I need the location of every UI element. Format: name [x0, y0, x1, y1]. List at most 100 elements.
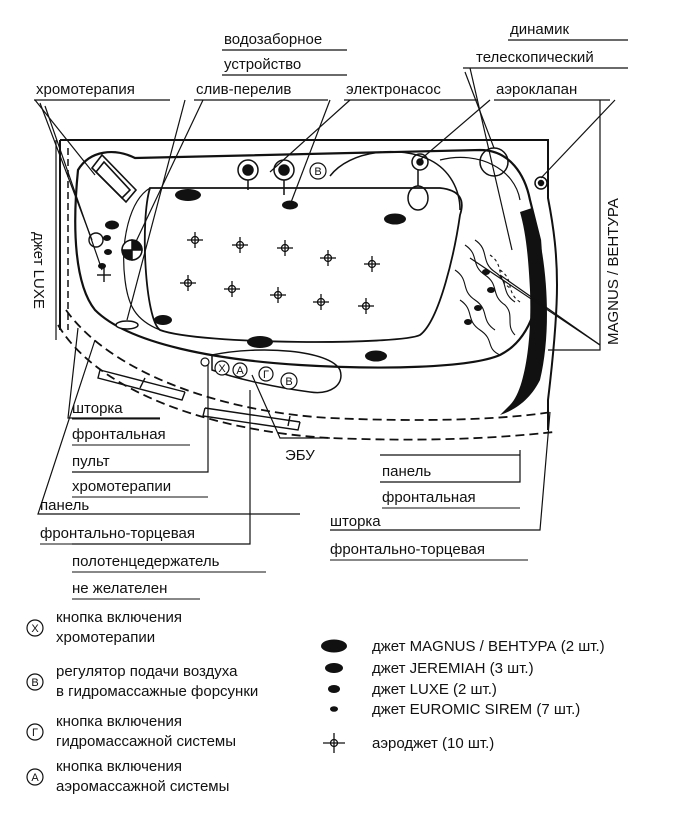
- svg-text:в гидромассажные форсунки: в гидромассажные форсунки: [56, 683, 258, 700]
- jet-jeremiah: [384, 213, 406, 225]
- jet-magnus: [175, 189, 201, 201]
- aerojet: [232, 237, 248, 253]
- svg-text:джет LUXE (2 шт.): джет LUXE (2 шт.): [372, 681, 497, 698]
- jet-jeremiah: [154, 315, 172, 325]
- tub-markers: В Х А Г В: [200, 162, 327, 390]
- wavy-jet-area: [454, 239, 521, 356]
- label-aeroklapan: аэроклапан: [496, 81, 577, 98]
- label-vodozabornoe: водозаборное: [224, 31, 322, 48]
- jet-luxe: [105, 220, 119, 230]
- svg-text:В: В: [31, 677, 38, 689]
- label-teleskopicheskiy: телескопический: [476, 49, 594, 66]
- pump-speaker-valve: [407, 147, 548, 211]
- legend-jet-jeremiah: джет JEREMIAH (3 шт.): [325, 660, 534, 677]
- jet-magnus: [247, 336, 273, 348]
- svg-text:А: А: [236, 365, 244, 377]
- marker-g: Г: [258, 366, 274, 382]
- svg-text:аэромассажной системы: аэромассажной системы: [56, 778, 229, 795]
- legend-item-x: Х кнопка включения хромотерапии: [26, 609, 182, 646]
- svg-text:джет JEREMIAH (3 шт.): джет JEREMIAH (3 шт.): [372, 660, 534, 677]
- svg-text:хромотерапии: хромотерапии: [56, 629, 155, 646]
- jet-sirem: [464, 319, 472, 325]
- legend-aerojet-text: аэроджет (10 шт.): [372, 735, 494, 752]
- small-button: [200, 357, 210, 367]
- legend-jet-sirem: джет EUROMIC SIREM (7 шт.): [330, 701, 580, 718]
- aerojet: [313, 294, 329, 310]
- aerojet: [187, 232, 203, 248]
- label-sliv-pereliv: слив-перелив: [196, 81, 291, 98]
- label-panel-1: панель: [40, 497, 89, 514]
- svg-text:А: А: [31, 772, 39, 784]
- jet-sirem: [104, 249, 112, 255]
- aerojet: [364, 256, 380, 272]
- label-ne-zhelatelen: не желателен: [72, 580, 167, 597]
- legend-jet-luxe: джет LUXE (2 шт.): [328, 681, 497, 698]
- headrest: [90, 153, 138, 204]
- svg-text:Х: Х: [31, 623, 39, 635]
- legend-right: джет MAGNUS / ВЕНТУРА (2 шт.) джет JEREM…: [321, 638, 605, 753]
- control-panel-shape: [211, 349, 342, 394]
- jet-sirem: [98, 263, 106, 269]
- label-ebu: ЭБУ: [285, 447, 315, 464]
- aerojet: [320, 250, 336, 266]
- svg-text:Х: Х: [218, 363, 226, 375]
- aerojet: [224, 281, 240, 297]
- label-khromoterapii: хромотерапии: [72, 478, 171, 495]
- label-polotentsederzhatel: полотенцедержатель: [72, 553, 220, 570]
- label-pult: пульт: [72, 453, 110, 470]
- jet-sirem: [474, 305, 482, 311]
- legend-jet-magnus: джет MAGNUS / ВЕНТУРА (2 шт.): [321, 638, 605, 655]
- svg-text:В: В: [314, 166, 321, 178]
- svg-text:кнопка включения: кнопка включения: [56, 609, 182, 626]
- chromotherapy-lights: [88, 232, 111, 282]
- jet-jeremiah: [365, 350, 387, 362]
- svg-text:джет EUROMIC SIREM (7 шт.): джет EUROMIC SIREM (7 шт.): [372, 701, 580, 718]
- svg-text:Г: Г: [32, 727, 38, 739]
- callout-labels: водозаборное устройство слив-перелив хро…: [30, 21, 622, 597]
- pointer-lines: [34, 39, 628, 545]
- svg-text:В: В: [285, 376, 292, 388]
- legend-left: Х кнопка включения хромотерапии В регуля…: [26, 609, 258, 795]
- svg-text:джет MAGNUS / ВЕНТУРА (2 шт.): джет MAGNUS / ВЕНТУРА (2 шт.): [372, 638, 605, 655]
- aerojet: [270, 287, 286, 303]
- svg-text:кнопка включения: кнопка включения: [56, 758, 182, 775]
- label-frontalnaya-1: фронтальная: [72, 426, 166, 443]
- label-ustroystvo: устройство: [224, 56, 301, 73]
- legend-item-g: Г кнопка включения гидромассажной систем…: [26, 713, 236, 750]
- label-khromoterapiya: хромотерапия: [36, 81, 135, 98]
- label-elektronasos: электронасос: [346, 81, 441, 98]
- aerojets: [180, 232, 380, 314]
- jet-sirem: [487, 287, 495, 293]
- marker-x: Х: [214, 360, 230, 376]
- svg-text:регулятор подачи воздуха: регулятор подачи воздуха: [56, 663, 238, 680]
- legend-item-v: В регулятор подачи воздуха в гидромассаж…: [26, 663, 258, 700]
- label-dzhet-luxe: джет LUXE: [30, 232, 47, 309]
- jets-large: [105, 189, 406, 362]
- magnus-band: [500, 208, 547, 415]
- tub-frame: [55, 139, 558, 441]
- label-frontalnaya-2: фронтальная: [382, 489, 476, 506]
- label-shtorka-1: шторка: [72, 400, 123, 417]
- label-frontalno-tortsevaya-1: фронтально-торцевая: [40, 525, 195, 542]
- legend-aerojet: [323, 733, 345, 753]
- aerojet: [358, 298, 374, 314]
- svg-text:Г: Г: [263, 369, 269, 381]
- label-frontalno-tortsevaya-2: фронтально-торцевая: [330, 541, 485, 558]
- aerojet: [180, 275, 196, 291]
- marker-a: А: [232, 362, 248, 378]
- label-magnus-ventura: MAGNUS / ВЕНТУРА: [605, 198, 622, 345]
- marker-v-top: В: [309, 162, 327, 180]
- svg-text:гидромассажной системы: гидромассажной системы: [56, 733, 236, 750]
- legend-item-a: А кнопка включения аэромассажной системы: [26, 758, 229, 795]
- jet-sirem: [103, 235, 111, 241]
- label-shtorka-2: шторка: [330, 513, 381, 530]
- label-underlines: [40, 418, 528, 600]
- water-intake: [237, 159, 295, 195]
- svg-text:кнопка включения: кнопка включения: [56, 713, 182, 730]
- label-panel-2: панель: [382, 463, 431, 480]
- marker-v-bottom: В: [280, 372, 298, 390]
- aerojet: [277, 240, 293, 256]
- label-dinamik: динамик: [510, 21, 569, 38]
